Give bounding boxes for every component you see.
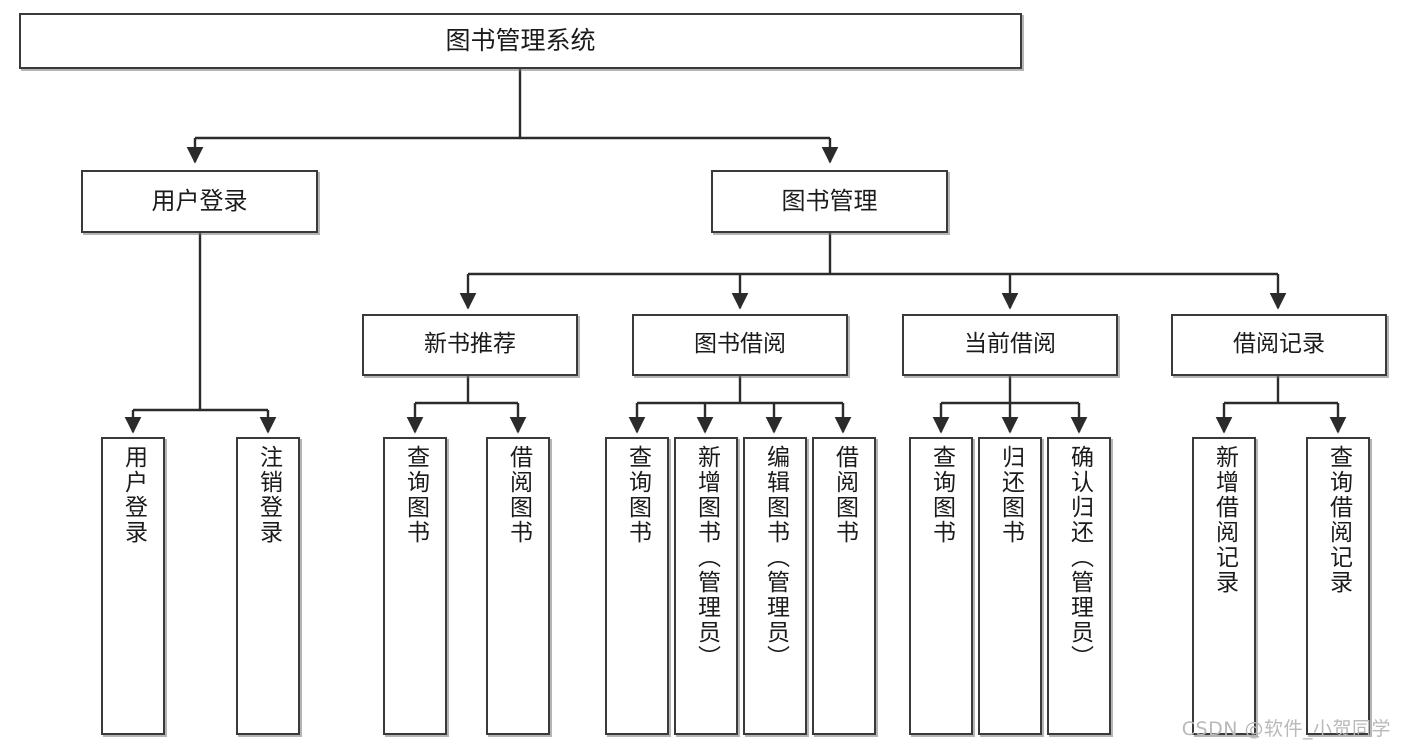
node-label: 新书推荐 [424, 331, 516, 358]
node-label: 图书管理系统 [445, 26, 596, 55]
node-label: 查询图书 [624, 445, 651, 545]
node-label: 注销登录 [255, 445, 282, 545]
node-label: 编辑图书（管理员） [762, 445, 789, 670]
leaf-user-login-login[interactable]: 用户登录 [101, 437, 165, 735]
node-label: 借阅图书 [831, 445, 858, 545]
node-user-login[interactable]: 用户登录 [81, 170, 318, 233]
node-borrow-record[interactable]: 借阅记录 [1171, 314, 1387, 376]
leaf-current-borrow-return[interactable]: 归还图书 [978, 437, 1042, 735]
node-label: 查询图书 [928, 445, 955, 545]
node-label: 归还图书 [997, 445, 1024, 545]
node-label: 借阅图书 [505, 445, 532, 545]
node-label: 用户登录 [120, 445, 147, 545]
node-label: 查询图书 [402, 445, 429, 545]
node-book-borrow[interactable]: 图书借阅 [632, 314, 848, 376]
leaf-borrow-record-add[interactable]: 新增借阅记录 [1192, 437, 1256, 735]
leaf-user-login-logout[interactable]: 注销登录 [236, 437, 300, 735]
leaf-borrow-record-query[interactable]: 查询借阅记录 [1306, 437, 1370, 735]
node-label: 确认归还（管理员） [1066, 445, 1093, 670]
node-label: 当前借阅 [964, 331, 1056, 358]
node-book-management[interactable]: 图书管理 [711, 170, 948, 233]
node-label: 新增借阅记录 [1211, 445, 1238, 595]
leaf-book-borrow-borrow[interactable]: 借阅图书 [812, 437, 876, 735]
leaf-book-borrow-edit[interactable]: 编辑图书（管理员） [743, 437, 807, 735]
leaf-current-borrow-query[interactable]: 查询图书 [909, 437, 973, 735]
node-label: 图书借阅 [694, 331, 786, 358]
leaf-new-book-query[interactable]: 查询图书 [383, 437, 447, 735]
leaf-new-book-borrow[interactable]: 借阅图书 [486, 437, 550, 735]
node-new-book-recommend[interactable]: 新书推荐 [362, 314, 578, 376]
node-current-borrow[interactable]: 当前借阅 [902, 314, 1118, 376]
csdn-watermark: CSDN @软件_小贺同学 [1181, 718, 1391, 740]
node-label: 查询借阅记录 [1325, 445, 1352, 595]
leaf-book-borrow-add[interactable]: 新增图书（管理员） [674, 437, 738, 735]
leaf-book-borrow-query[interactable]: 查询图书 [605, 437, 669, 735]
node-label: 用户登录 [151, 187, 248, 216]
node-label: 借阅记录 [1233, 331, 1325, 358]
node-label: 新增图书（管理员） [693, 445, 720, 670]
node-label: 图书管理 [781, 187, 878, 216]
leaf-current-borrow-confirm-return[interactable]: 确认归还（管理员） [1047, 437, 1111, 735]
node-root-system[interactable]: 图书管理系统 [19, 13, 1022, 69]
